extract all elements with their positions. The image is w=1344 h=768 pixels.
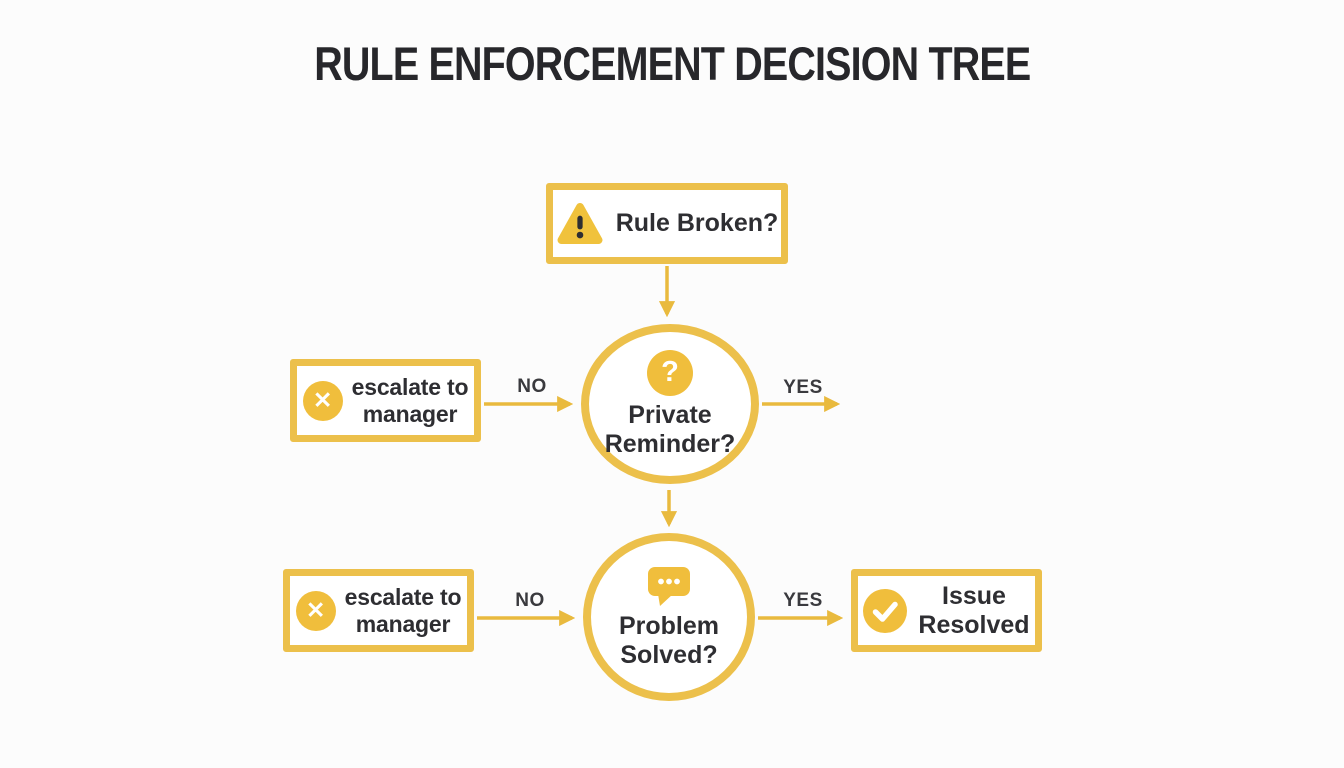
edge-label-yes-bottom: YES: [783, 590, 823, 611]
node-escalate-manager-bottom: ✕ escalate to manager: [283, 569, 474, 652]
node-label-problem-solved: Problem Solved?: [618, 611, 720, 669]
node-label-rule-broken: Rule Broken?: [615, 209, 779, 237]
node-problem-solved: Problem Solved?: [583, 533, 755, 701]
edge-label-no-top: NO: [517, 376, 547, 397]
node-escalate-manager-top: ✕ escalate to manager: [290, 359, 481, 442]
node-issue-resolved: Issue Resolved: [851, 569, 1042, 652]
node-label-escalate-bottom: escalate to manager: [344, 583, 462, 637]
warning-icon: [556, 202, 604, 245]
page-title-wrap: RULE ENFORCEMENT DECISION TREE: [0, 36, 1344, 91]
edge-label-no-bottom: NO: [515, 590, 545, 611]
node-label-private-reminder: Private Reminder?: [604, 400, 736, 458]
node-label-escalate-top: escalate to manager: [351, 373, 469, 427]
x-icon: ✕: [302, 380, 343, 421]
node-private-reminder: ? Private Reminder?: [581, 324, 759, 484]
chat-icon: [646, 565, 692, 607]
edge-label-yes-top: YES: [783, 377, 823, 398]
node-rule-broken: Rule Broken?: [546, 183, 788, 264]
check-icon: [863, 588, 908, 633]
question-icon: ?: [647, 349, 693, 396]
x-icon: ✕: [295, 590, 336, 631]
node-label-issue-resolved: Issue Resolved: [918, 581, 1030, 639]
page-title: RULE ENFORCEMENT DECISION TREE: [313, 37, 1031, 90]
